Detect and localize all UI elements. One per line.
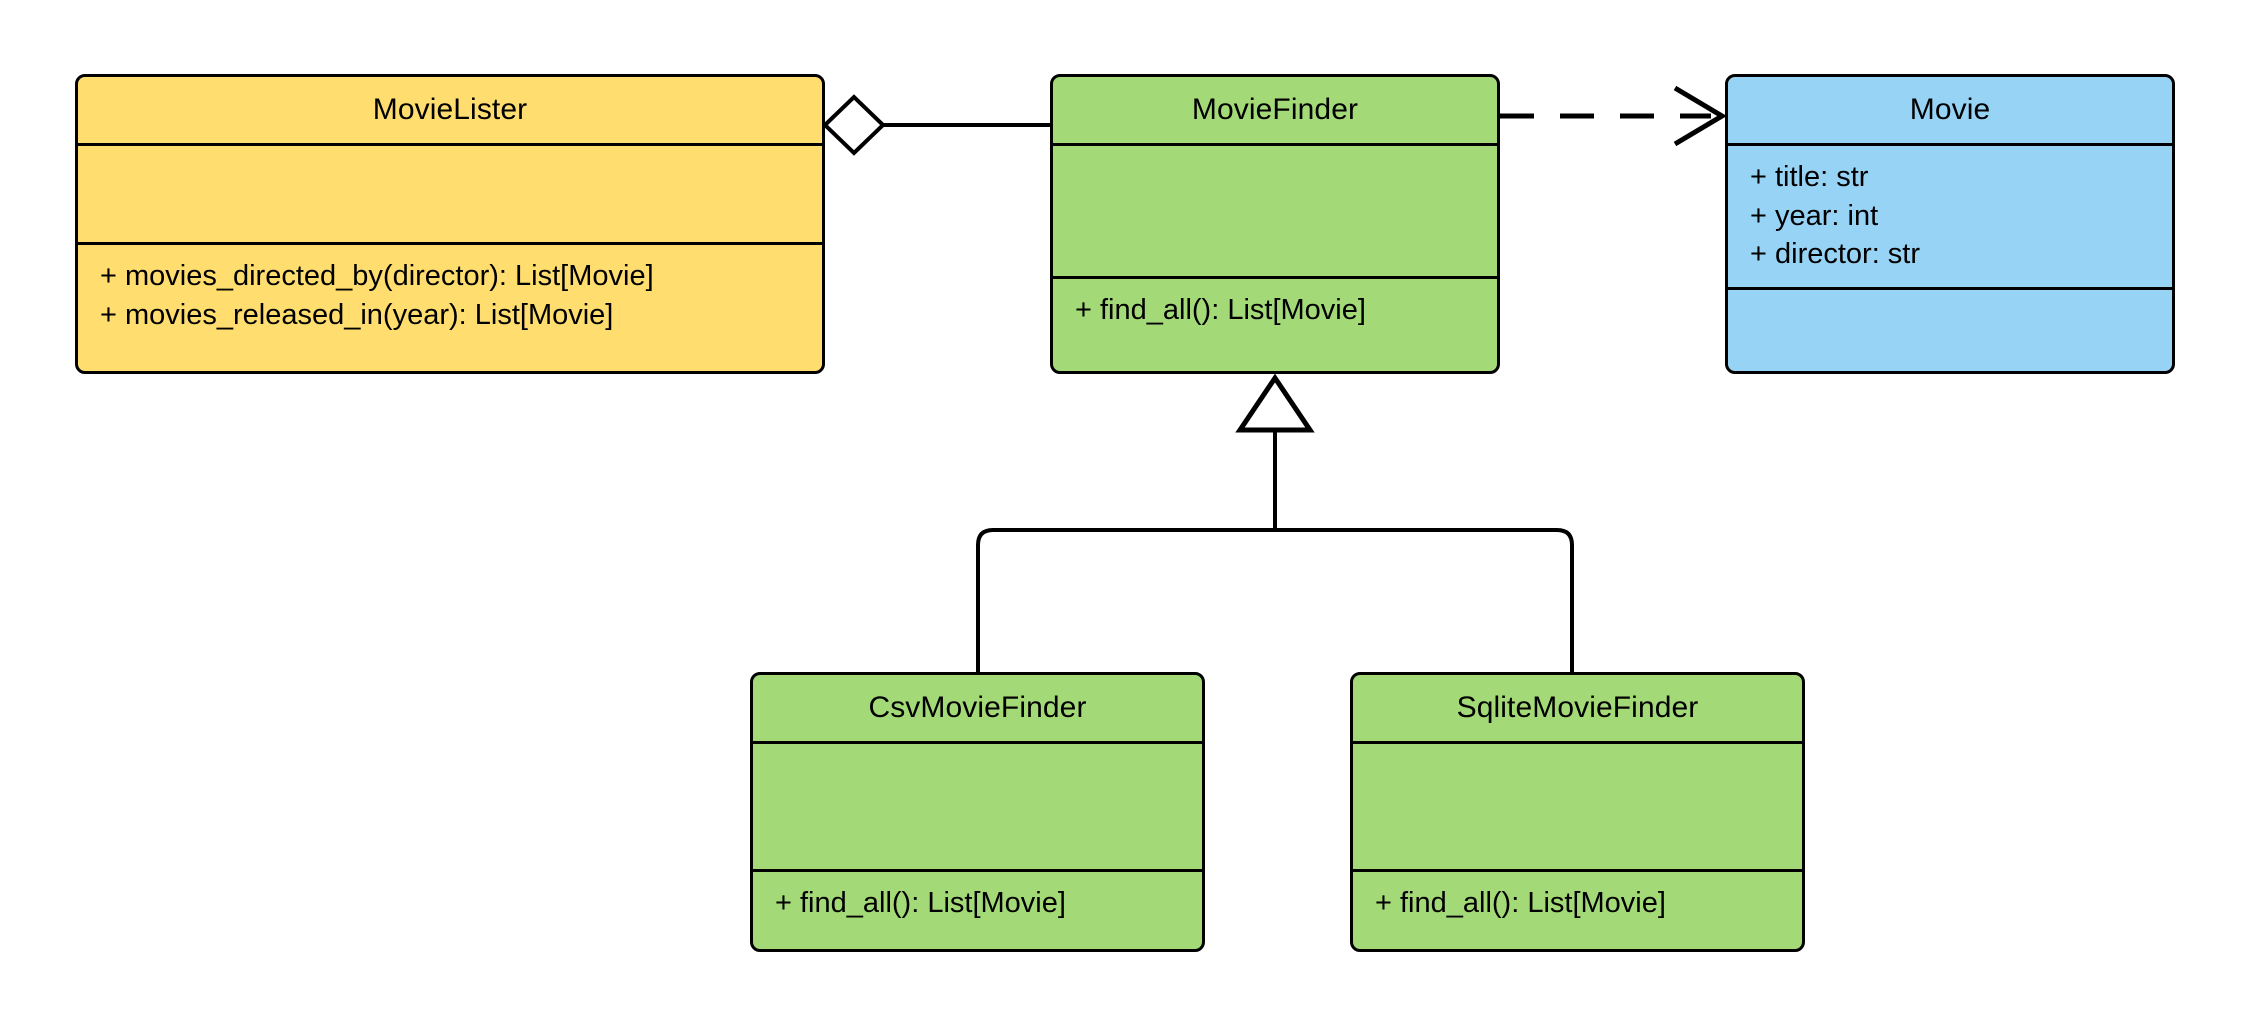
class-name-csvmoviefinder: CsvMovieFinder [868, 691, 1087, 724]
open-arrow-marker [1673, 85, 1727, 147]
class-attributes-csvmoviefinder [753, 741, 1202, 869]
method-item: + find_all(): List[Movie] [1375, 887, 1666, 919]
class-name-movielister: MovieLister [372, 93, 528, 126]
class-name-sqlitemoviefinder: SqliteMovieFinder [1456, 691, 1699, 724]
class-methods-movielister: + movies_directed_by(director): List[Mov… [78, 242, 822, 371]
class-box-csvmoviefinder[interactable]: CsvMovieFinder + find_all(): List[Movie] [750, 672, 1205, 952]
hollow-diamond-marker [822, 94, 886, 156]
attribute-item: + director: str [1750, 238, 1921, 271]
method-item: + find_all(): List[Movie] [775, 887, 1066, 919]
class-box-movielister[interactable]: MovieLister + movies_directed_by(directo… [75, 74, 825, 374]
class-name-moviefinder: MovieFinder [1191, 93, 1359, 126]
class-methods-moviefinder: + find_all(): List[Movie] [1053, 276, 1497, 371]
class-box-sqlitemoviefinder[interactable]: SqliteMovieFinder + find_all(): List[Mov… [1350, 672, 1805, 952]
dependency-moviefinder-movie[interactable] [1500, 85, 1727, 147]
class-attributes-movielister [78, 143, 822, 242]
class-methods-movie [1728, 287, 2172, 371]
class-attributes-moviefinder [1053, 143, 1497, 276]
method-item: + movies_directed_by(director): List[Mov… [100, 260, 654, 292]
method-item: + find_all(): List[Movie] [1075, 294, 1366, 326]
class-box-movie[interactable]: Movie + title: str + year: int + directo… [1725, 74, 2175, 374]
aggregation-movielister-moviefinder[interactable] [822, 94, 1050, 156]
generalization-tree[interactable] [976, 373, 1574, 672]
hollow-triangle-marker [1235, 373, 1315, 433]
class-box-moviefinder[interactable]: MovieFinder + find_all(): List[Movie] [1050, 74, 1500, 374]
class-name-movie: Movie [1909, 93, 1991, 126]
attribute-item: + title: str [1750, 161, 1869, 193]
generalization-fork [976, 528, 1574, 672]
attribute-item: + year: int [1750, 199, 1879, 232]
class-methods-sqlitemoviefinder: + find_all(): List[Movie] [1353, 869, 1802, 949]
class-attributes-movie: + title: str + year: int + director: str [1728, 143, 2172, 287]
method-item: + movies_released_in(year): List[Movie] [100, 298, 614, 331]
class-methods-csvmoviefinder: + find_all(): List[Movie] [753, 869, 1202, 949]
class-attributes-sqlitemoviefinder [1353, 741, 1802, 869]
